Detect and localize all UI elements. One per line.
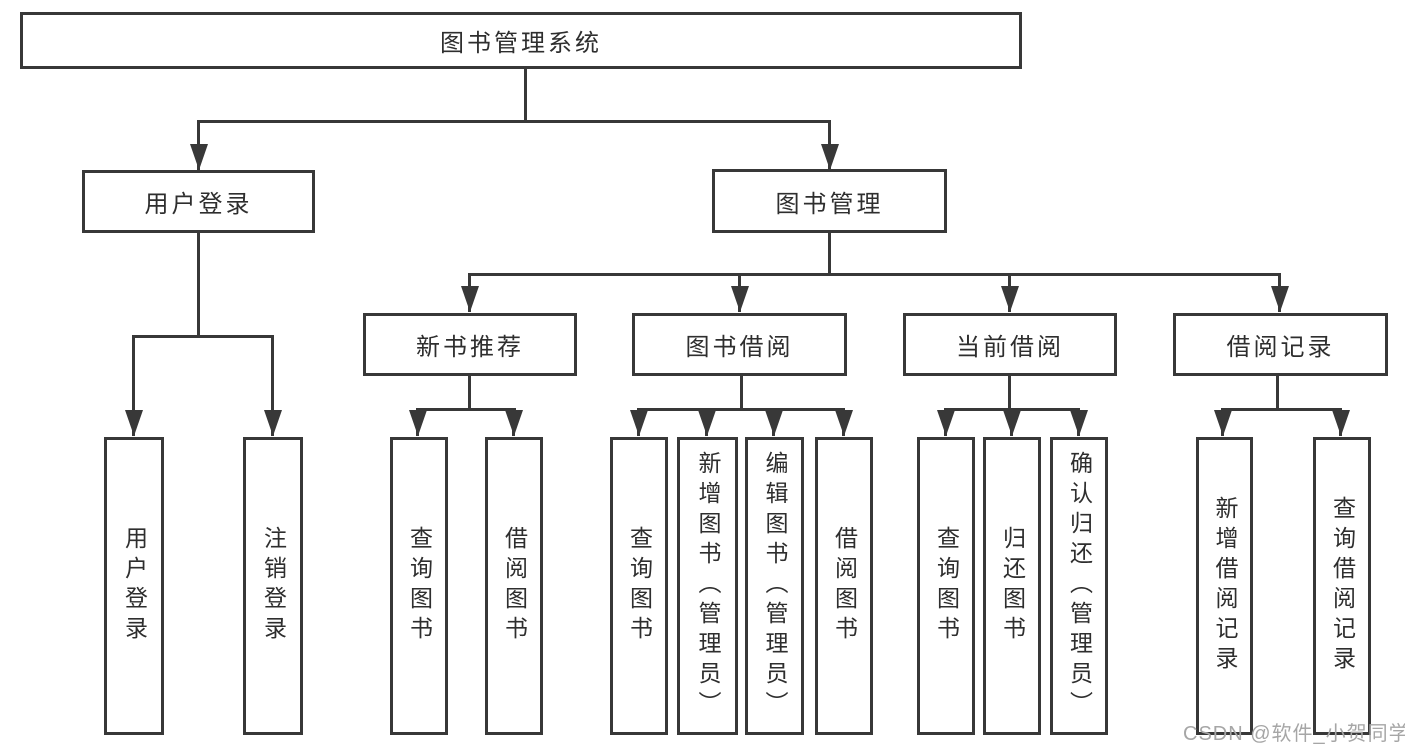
connector-new-books-branch-line	[416, 408, 516, 411]
connector-management-trunk-line	[828, 233, 831, 273]
node-borrowing: 图书借阅	[632, 313, 847, 376]
connector-records-trunk-line	[1276, 376, 1279, 408]
arrow-borrowing-leaf-1-icon	[637, 408, 640, 436]
leaf-new-books-query: 查询图书	[390, 437, 448, 735]
arrow-to-user-login-icon	[132, 335, 135, 436]
arrow-new-books-leaf-2-icon	[512, 408, 515, 436]
arrow-borrowing-leaf-4-icon	[842, 408, 845, 436]
leaf-borrowing-edit-admin: 编辑图书（管理员）	[745, 437, 804, 735]
connector-management-branch-line	[468, 273, 1281, 276]
arrow-borrowing-leaf-2-icon	[705, 408, 708, 436]
connector-current-trunk-line	[1008, 376, 1011, 408]
leaf-borrowing-add-admin: 新增图书（管理员）	[677, 437, 738, 735]
arrow-borrowing-leaf-3-icon	[772, 408, 775, 436]
leaf-records-add-label: 新增借阅记录	[1212, 496, 1238, 676]
csdn-watermark: CSDN @软件_小贺同学	[1183, 723, 1405, 745]
arrow-to-records-icon	[1278, 273, 1281, 312]
connector-borrowing-trunk-line	[740, 376, 743, 408]
leaf-borrowing-query: 查询图书	[610, 437, 668, 735]
node-root-label: 图书管理系统	[440, 30, 602, 57]
arrow-to-new-books-icon	[468, 273, 471, 312]
leaf-borrowing-edit-admin-label: 编辑图书（管理员）	[762, 451, 788, 721]
leaf-logout-label: 注销登录	[260, 526, 287, 646]
leaf-logout: 注销登录	[243, 437, 303, 735]
connector-login-trunk-line	[197, 233, 200, 335]
leaf-user-login: 用户登录	[104, 437, 164, 735]
arrow-to-logout-icon	[271, 335, 274, 436]
arrow-current-leaf-2-icon	[1010, 408, 1013, 436]
leaf-current-return-label: 归还图书	[999, 526, 1026, 646]
connector-login-branch-line	[132, 335, 274, 338]
leaf-user-login-label: 用户登录	[121, 526, 148, 646]
node-new-books-label: 新书推荐	[416, 334, 524, 361]
connector-borrowing-branch-line	[637, 408, 845, 411]
arrow-current-leaf-1-icon	[944, 408, 947, 436]
leaf-borrowing-borrow: 借阅图书	[815, 437, 873, 735]
leaf-current-return: 归还图书	[983, 437, 1041, 735]
leaf-new-books-borrow: 借阅图书	[485, 437, 543, 735]
leaf-borrowing-borrow-label: 借阅图书	[831, 526, 858, 646]
leaf-borrowing-add-admin-label: 新增图书（管理员）	[695, 451, 721, 721]
node-management-label: 图书管理	[775, 190, 884, 218]
leaf-records-query: 查询借阅记录	[1313, 437, 1371, 735]
node-new-books: 新书推荐	[363, 313, 577, 376]
node-records-label: 借阅记录	[1226, 334, 1335, 361]
leaf-new-books-borrow-label: 借阅图书	[501, 526, 528, 646]
leaf-current-confirm-admin: 确认归还（管理员）	[1050, 437, 1108, 735]
leaf-current-query: 查询图书	[917, 437, 975, 735]
arrow-new-books-leaf-1-icon	[416, 408, 419, 436]
node-records: 借阅记录	[1173, 313, 1388, 376]
connector-root-branch-line	[197, 120, 831, 123]
arrow-to-management-icon	[828, 120, 831, 170]
leaf-borrowing-query-label: 查询图书	[626, 526, 653, 646]
arrow-current-leaf-3-icon	[1077, 408, 1080, 436]
arrow-to-borrowing-icon	[738, 273, 741, 312]
arrow-records-leaf-2-icon	[1339, 408, 1342, 436]
node-root: 图书管理系统	[20, 12, 1022, 69]
leaf-records-query-label: 查询借阅记录	[1329, 496, 1356, 676]
node-login: 用户登录	[82, 170, 315, 233]
leaf-new-books-query-label: 查询图书	[406, 526, 433, 646]
node-management: 图书管理	[712, 169, 947, 233]
arrow-records-leaf-1-icon	[1221, 408, 1224, 436]
connector-root-trunk-line	[524, 69, 527, 120]
leaf-current-confirm-admin-label: 确认归还（管理员）	[1066, 451, 1093, 721]
node-current-label: 当前借阅	[956, 334, 1064, 361]
node-borrowing-label: 图书借阅	[685, 334, 794, 361]
connector-new-books-trunk-line	[468, 376, 471, 408]
connector-records-branch-line	[1221, 408, 1342, 411]
leaf-current-query-label: 查询图书	[933, 526, 960, 646]
node-login-label: 用户登录	[144, 191, 253, 218]
arrow-to-current-icon	[1008, 273, 1011, 312]
leaf-records-add: 新增借阅记录	[1196, 437, 1253, 735]
node-current: 当前借阅	[903, 313, 1117, 376]
arrow-to-login-icon	[197, 120, 200, 170]
